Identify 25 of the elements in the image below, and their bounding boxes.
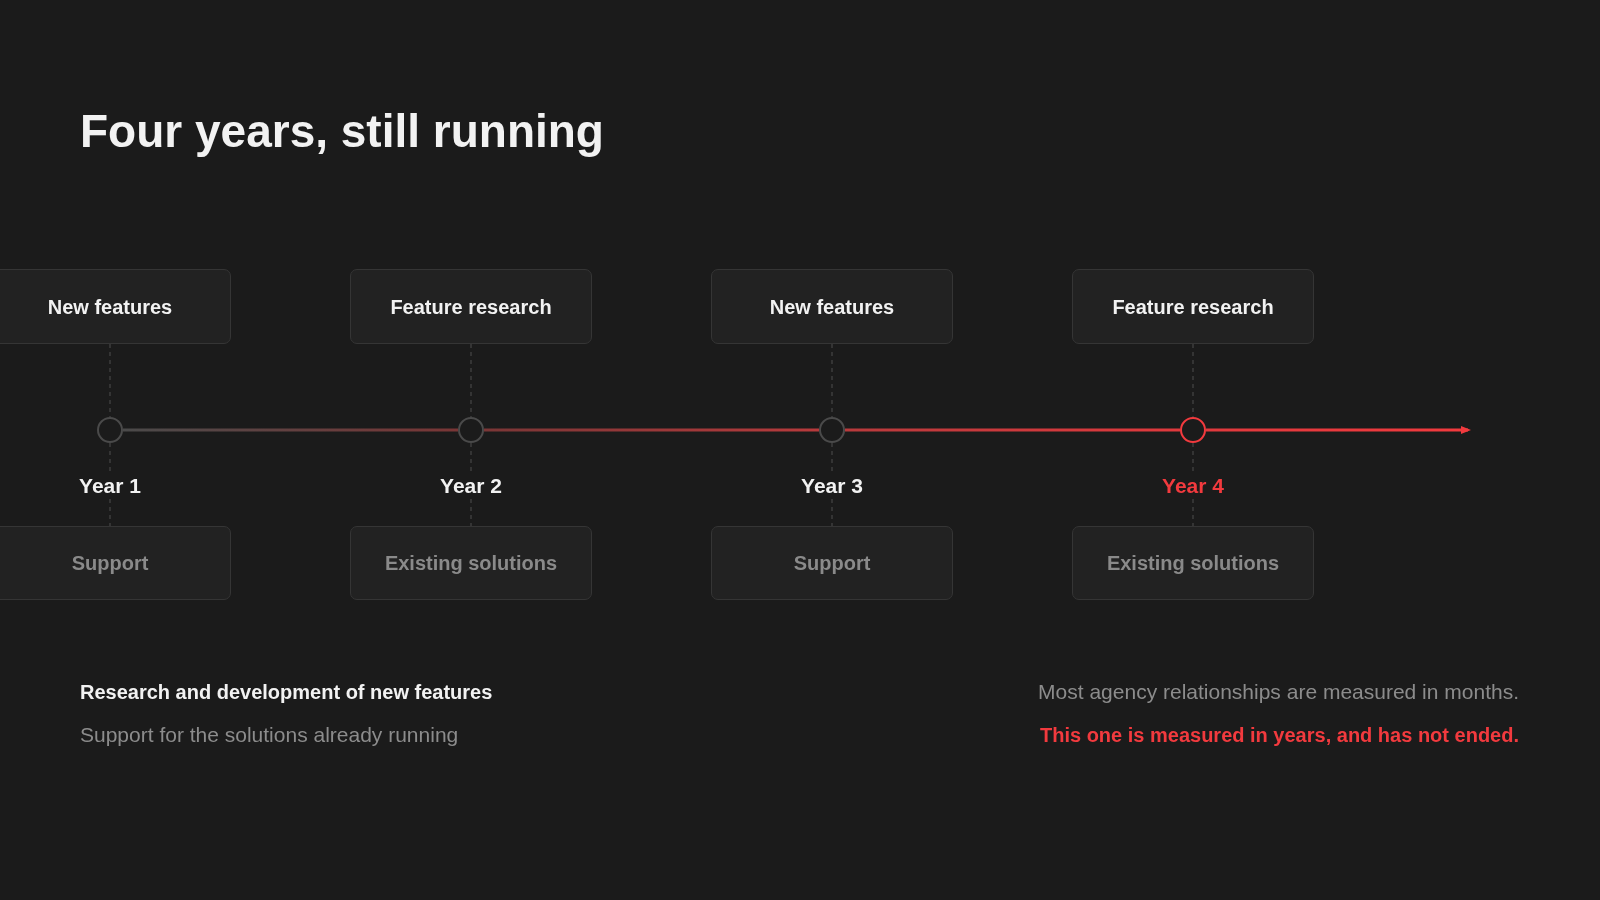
activity-card [711,269,953,344]
note-text: Most agency relationships are measured in months. [1038,679,1519,705]
activity-label: Feature research [1112,294,1274,320]
key-description: Support for the solutions already running [80,722,459,748]
note-text: This one is measured in years, and has not ended. [1039,723,1519,748]
timeline-line [845,428,1180,432]
activity-card [0,269,231,344]
timeline-line [123,428,458,432]
activity-card [1072,526,1314,600]
activity-label: Existing solutions [384,551,558,576]
activity-card [350,526,592,600]
key-description: Research and development of new features [80,680,493,705]
activity-label: Support [793,551,871,576]
title: Four years, still running [80,104,604,158]
activity-card [711,526,953,600]
activity-card [350,269,592,344]
activity-card [0,526,231,600]
timeline-arrow [1206,426,1471,434]
timeline-line [484,428,819,432]
activity-card [1072,269,1314,344]
activity-label: New features [769,294,895,320]
activity-label: Feature research [390,294,552,320]
activity-label: Support [71,551,149,576]
activity-label: Existing solutions [1106,551,1280,576]
activity-label: New features [47,294,173,320]
